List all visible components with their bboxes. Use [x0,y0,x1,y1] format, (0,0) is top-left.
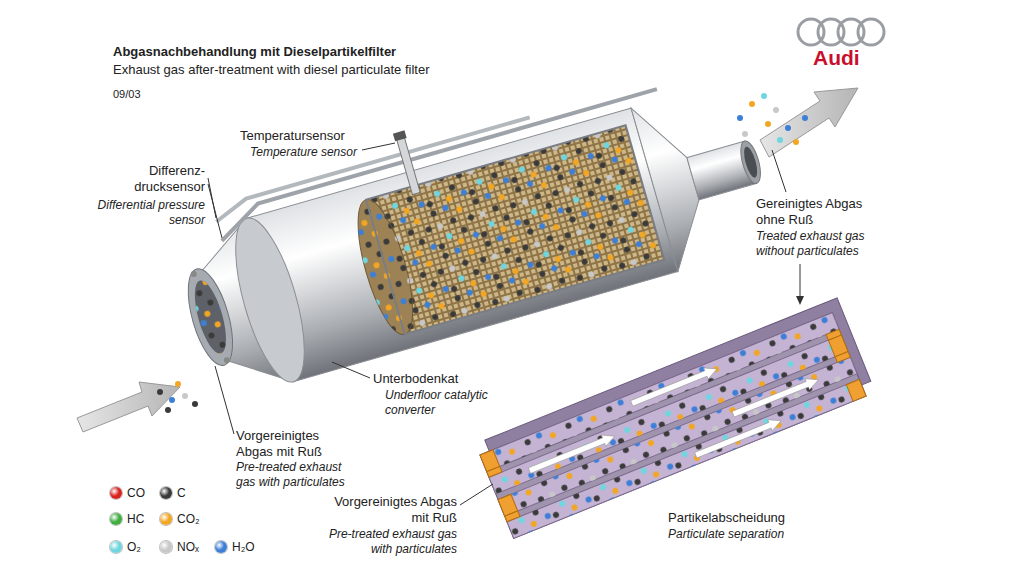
catalytic-converter-body [158,39,781,404]
legend-swatch [160,513,172,525]
legend-text: CO₂ [177,512,200,527]
flow-label-en: Pre-treated exhaust gas with particulate… [317,527,457,556]
legend-swatch [160,487,172,499]
legend-text: C [177,486,186,501]
outlet-particles [737,93,808,145]
legend-text: NOₓ [177,540,199,555]
leader-arrowhead [796,296,804,305]
legend-swatch [215,541,227,553]
date: 09/03 [113,88,141,101]
flow-label: Vorgereinigtes Abgas mit Ruß [327,494,457,526]
legend-swatch [110,541,122,553]
flow-label-en: Pre-treated exhaust gas with particulate… [236,460,364,489]
diagram-title: Abgasnachbehandlung mit Dieselpartikelfi… [113,44,396,60]
part-name: Differenz- drucksensor [105,163,205,195]
legend-text: HC [127,512,144,527]
part-name-en: Differential pressure sensor [95,198,205,227]
flow-label: Vorgereinigtes Abgas mit Ruß [236,428,356,460]
inlet-particles [157,381,198,413]
flow-label-en: Treated exhaust gas without particulates [756,229,884,258]
legend-swatch [110,487,122,499]
part-name-en: Underfloor catalytic converter [385,388,510,417]
subtitle: Exhaust gas after-treatment with diesel … [113,62,429,78]
legend-swatch [160,541,172,553]
leader-lines [208,143,800,505]
audi-rings [798,19,884,45]
legend-swatch [110,513,122,525]
brand-logo: Audi [813,45,860,71]
section-label-en: Particulate separation [668,527,784,542]
flow-label: Gereinigtes Abgas ohne Ruß [756,196,881,228]
part-name: Temperatursensor [240,128,345,144]
legend-text: CO [127,486,145,501]
filter-channels [476,298,876,539]
outlet-arrow [760,88,858,157]
part-name: Unterbodenkat [373,371,458,387]
legend-text: O₂ [127,540,141,555]
legend-text: H₂O [232,540,255,555]
section-label: Partikelabscheidung [668,510,785,526]
inlet-arrow [77,382,180,432]
part-name-en: Temperature sensor [250,145,357,160]
